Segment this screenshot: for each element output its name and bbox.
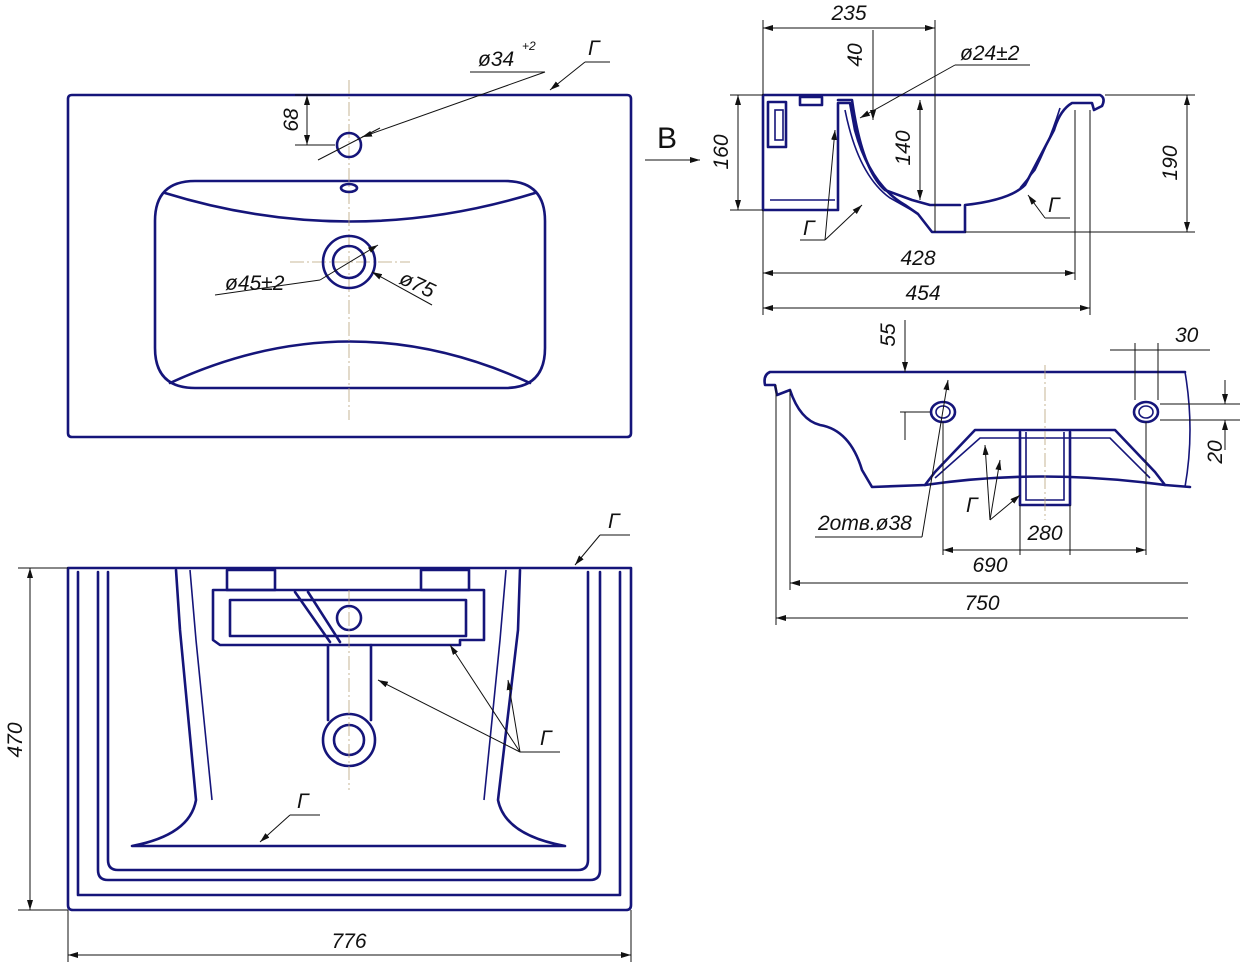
- glaze-mark: Г: [966, 494, 979, 517]
- top-view: 68 ø34 +2 Г ø45±2 ø75: [66, 37, 633, 439]
- dim-750: 750: [964, 592, 999, 615]
- dim-454: 454: [905, 282, 940, 305]
- overflow-hole: [339, 182, 359, 194]
- section-view: 235 40 ø24±2 140 160 190 428 454 Г Г: [710, 2, 1195, 315]
- dim-140: 140: [892, 130, 915, 165]
- dim-40: 40: [844, 43, 867, 67]
- drain-outer: [321, 234, 377, 290]
- dim-holes: 2отв.ø38: [817, 512, 912, 535]
- glaze-mark: Г: [540, 727, 553, 750]
- dim-160: 160: [710, 134, 733, 169]
- dim-428: 428: [900, 247, 935, 270]
- dim-190: 190: [1159, 145, 1182, 180]
- dim-drain: ø45±2: [225, 272, 285, 295]
- dim-tap-hole: ø34: [478, 48, 514, 71]
- glaze-mark: Г: [803, 217, 816, 240]
- dim-470: 470: [4, 722, 27, 757]
- glaze-mark: Г: [588, 37, 601, 60]
- glaze-mark: Г: [297, 790, 310, 813]
- dim-776: 776: [331, 930, 366, 953]
- view-arrow-label: B: [657, 122, 677, 155]
- dim-690: 690: [972, 554, 1007, 577]
- dim-overflow: ø24±2: [960, 42, 1020, 65]
- dim-drain-outer: ø75: [396, 267, 439, 303]
- drain-hole: [331, 244, 367, 280]
- dim-30: 30: [1175, 324, 1199, 347]
- side-view: 55 30 20 2отв.ø38 Г 280 690 750: [763, 320, 1240, 625]
- dim-235: 235: [830, 2, 866, 25]
- bottom-view: 470 776 Г Г Г: [4, 510, 633, 962]
- glaze-mark: Г: [1048, 194, 1061, 217]
- dim-tap-offset: 68: [280, 108, 303, 132]
- view-arrow: B: [645, 122, 700, 163]
- dim-tap-hole-tol: +2: [522, 39, 536, 53]
- dim-20: 20: [1204, 440, 1227, 465]
- glaze-mark: Г: [608, 510, 621, 533]
- dim-55: 55: [877, 323, 900, 347]
- tap-hole: [335, 131, 363, 159]
- dim-280: 280: [1026, 522, 1062, 545]
